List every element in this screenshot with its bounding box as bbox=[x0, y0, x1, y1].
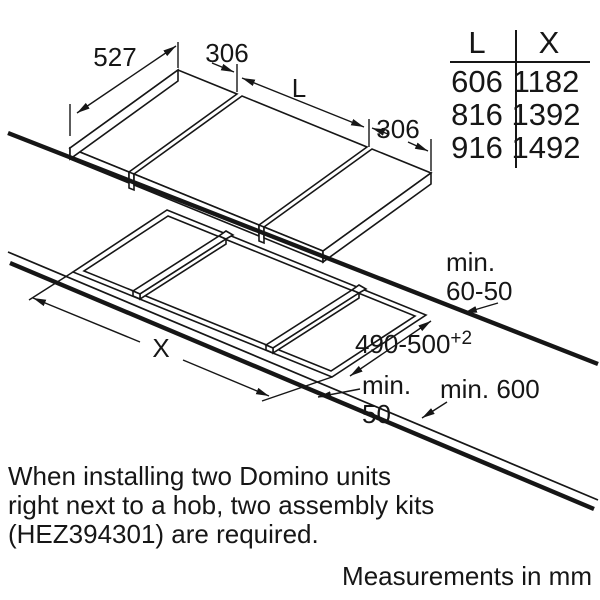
dim-label-rear-clearance-2: 60-50 bbox=[446, 276, 513, 306]
dim-label-527: 527 bbox=[93, 42, 136, 72]
crossbar-right-top bbox=[264, 289, 361, 349]
table-header-x: X bbox=[539, 25, 560, 60]
table-cell-l: 816 bbox=[451, 97, 503, 132]
dim-label-L: L bbox=[292, 73, 306, 103]
worktop-front-edge-line bbox=[9, 260, 595, 512]
dim-line-X-b bbox=[182, 359, 270, 397]
worktop-rear-edge-line bbox=[7, 130, 599, 367]
cutout-depth-tolerance: +2 bbox=[450, 328, 472, 349]
dim-line-L bbox=[241, 77, 365, 128]
arrow-worktop-depth bbox=[421, 401, 448, 419]
table-row: 816 1392 bbox=[451, 97, 580, 132]
dim-label-rear-clearance-1: min. bbox=[446, 247, 495, 277]
dim-line-527 bbox=[76, 45, 177, 114]
note-line-1: When installing two Domino units bbox=[8, 461, 391, 491]
table-header-l: L bbox=[468, 25, 485, 60]
table-cell-x: 1392 bbox=[512, 97, 581, 132]
dimension-table: L X 606 1182 816 1392 916 1492 bbox=[450, 25, 590, 168]
table-cell-l: 916 bbox=[451, 130, 503, 165]
note-line-3: (HEZ394301) are required. bbox=[8, 519, 319, 549]
cutout-depth-value: 490-500 bbox=[355, 329, 450, 359]
cutout-rim-inner bbox=[82, 215, 417, 372]
crossbar-left-end bbox=[132, 289, 141, 301]
dim-label-X: X bbox=[152, 333, 169, 363]
crossbar-left bbox=[131, 230, 235, 301]
crossbar-right-side bbox=[272, 291, 360, 355]
dim-line-306-right-b bbox=[407, 141, 429, 152]
measurements-units-label: Measurements in mm bbox=[342, 561, 592, 591]
dim-label-306-left: 306 bbox=[205, 38, 248, 68]
crossbar-right bbox=[264, 284, 368, 355]
hob-assembly-drawing bbox=[68, 68, 433, 264]
top-dimensions: 527 306 L 306 bbox=[69, 38, 432, 171]
dim-label-worktop-depth: min. 600 bbox=[440, 374, 540, 404]
dim-line-X-a bbox=[32, 297, 141, 343]
dim-line-306-right-a bbox=[371, 127, 389, 136]
cutout-dimensions: X 490-500+2 min. 60-50 min. 50 min. 600 bbox=[28, 247, 540, 429]
crossbar-left-side bbox=[139, 237, 227, 301]
dim-label-front-web-2: 50 bbox=[362, 399, 391, 429]
arrow-front-web bbox=[317, 388, 361, 398]
table-cell-x: 1182 bbox=[513, 64, 580, 99]
crossbar-left-top bbox=[131, 235, 228, 295]
table-row: 916 1492 bbox=[451, 130, 580, 165]
installation-note: When installing two Domino units right n… bbox=[8, 461, 434, 549]
table-row: 606 1182 bbox=[451, 64, 579, 99]
dim-label-front-web-1: min. bbox=[362, 370, 411, 400]
crossbar-right-end bbox=[265, 343, 274, 355]
worktop-front-edge-top-line bbox=[7, 251, 599, 501]
note-line-2: right next to a hob, two assembly kits bbox=[8, 490, 434, 520]
dim-label-306-right: 306 bbox=[376, 114, 419, 144]
table-cell-x: 1492 bbox=[512, 130, 581, 165]
dim-line-cutout-depth bbox=[349, 320, 432, 377]
dim-line-306-left bbox=[211, 62, 235, 73]
crossbar-right-rear-tab bbox=[350, 284, 368, 294]
dim-label-cutout-depth: 490-500+2 bbox=[355, 328, 472, 359]
dim-ext-X-left bbox=[28, 271, 74, 301]
arrow-rear-clearance bbox=[463, 302, 499, 314]
table-cell-l: 606 bbox=[451, 64, 503, 99]
worktop-cutout-drawing bbox=[7, 209, 599, 512]
dim-ext-X-right bbox=[261, 376, 333, 402]
crossbar-left-rear-tab bbox=[217, 230, 235, 240]
